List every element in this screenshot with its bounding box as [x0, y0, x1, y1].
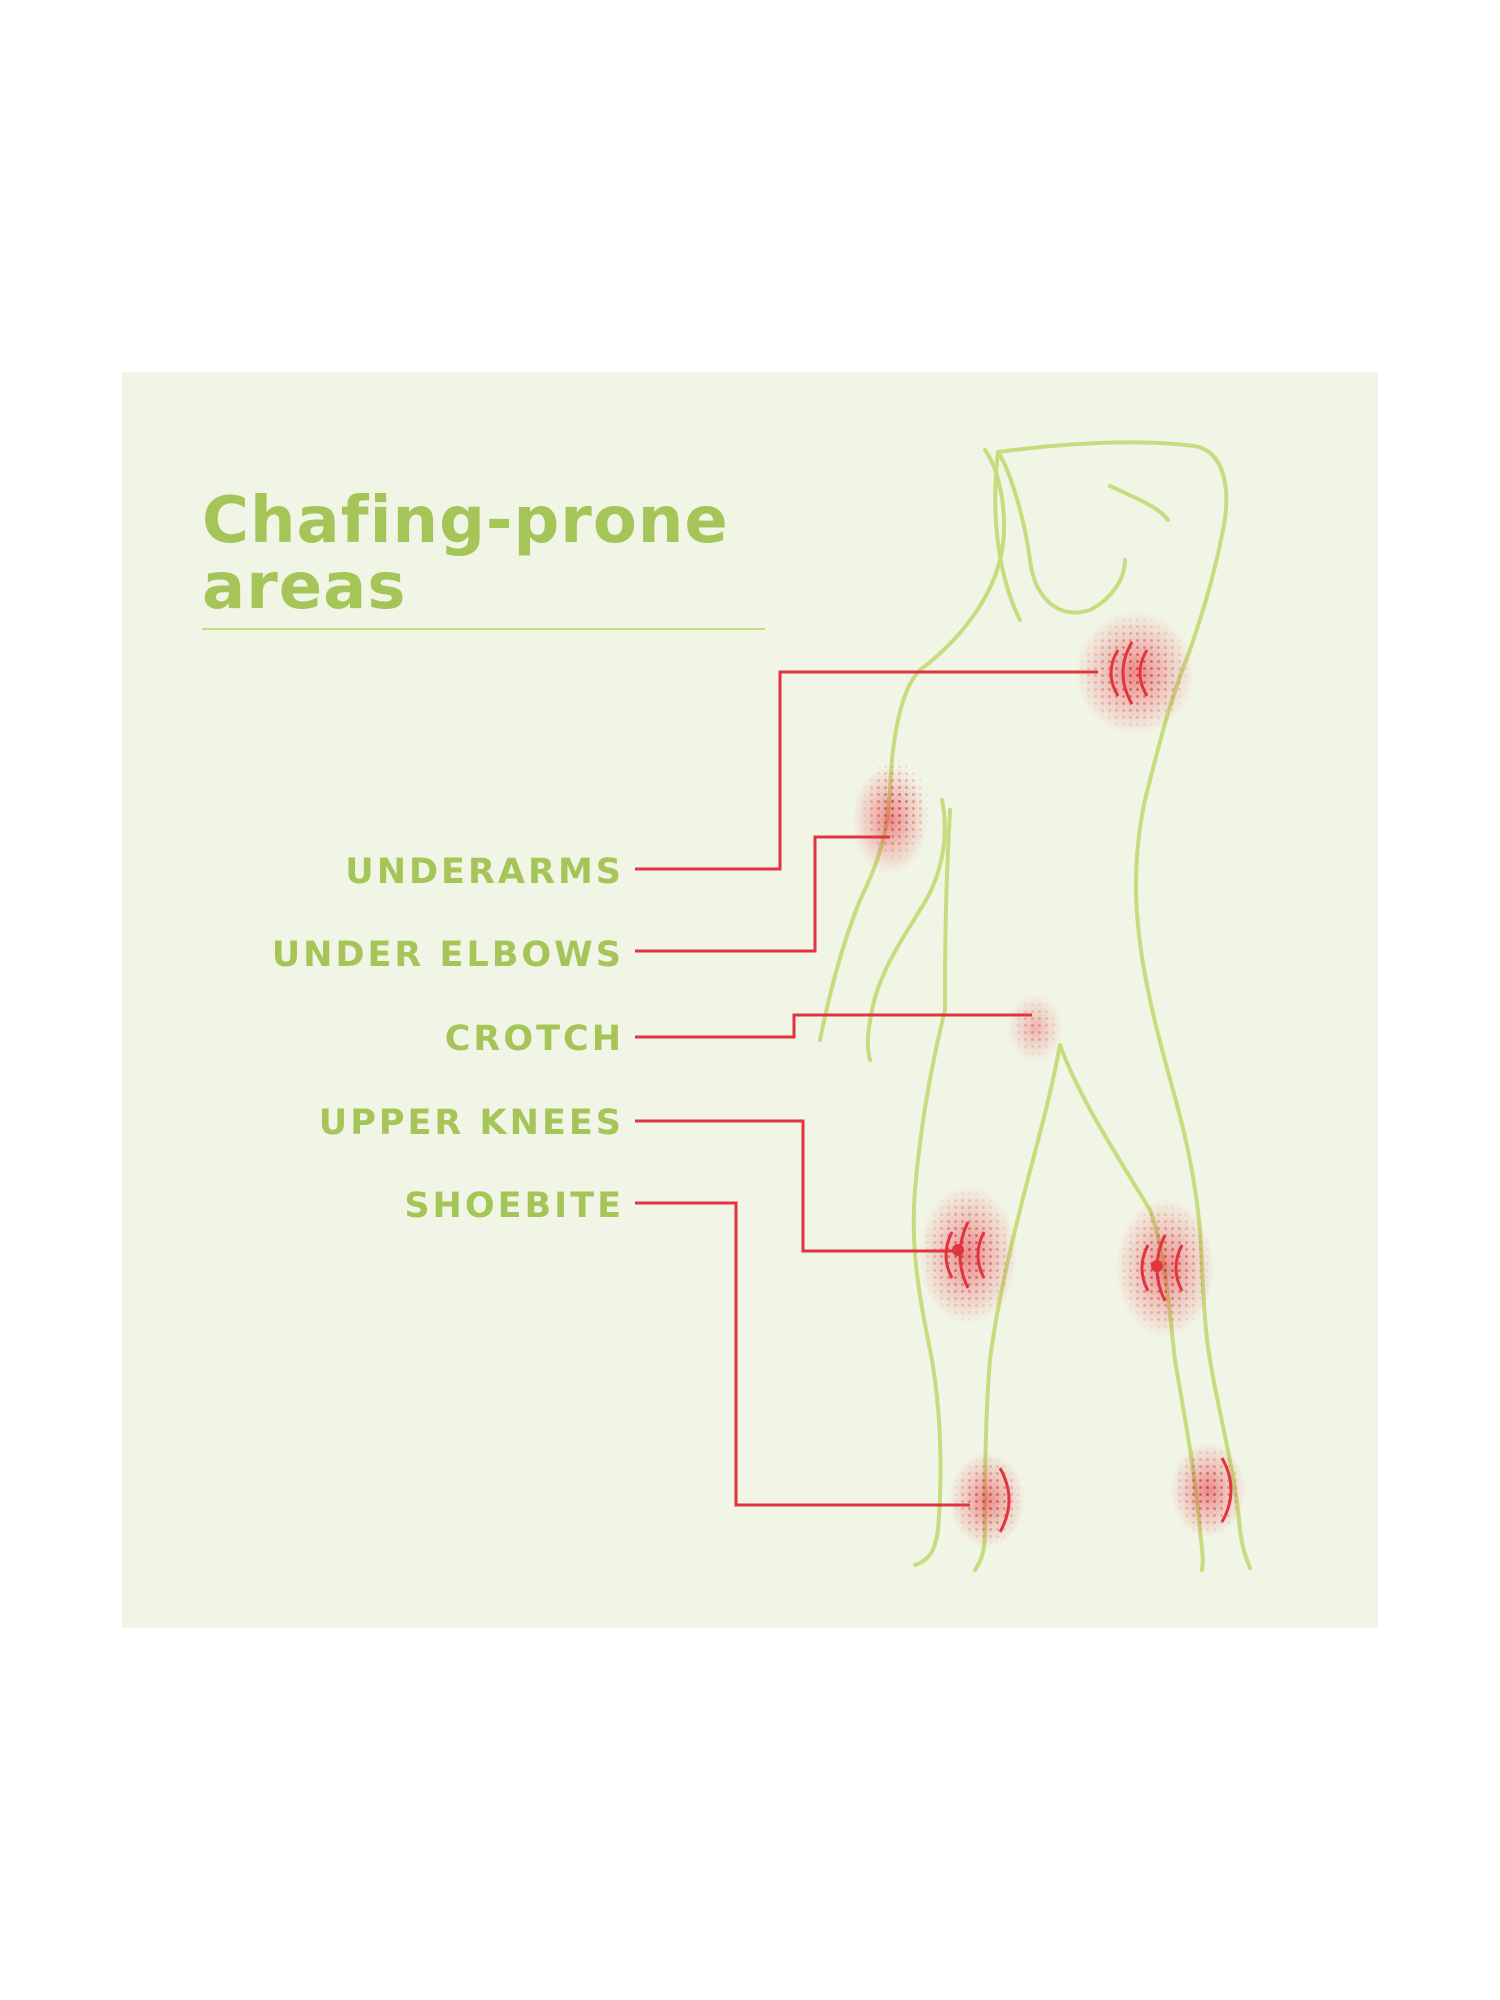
diagram-panel — [122, 372, 1378, 1628]
leader-underarms — [635, 670, 1098, 871]
leader-upper-knees — [635, 1119, 958, 1253]
diagram-title: Chafing-prone areas — [202, 488, 729, 620]
label-crotch: CROTCH — [444, 1019, 624, 1059]
title-line-2: areas — [202, 550, 407, 624]
hotspot-knee-right — [1115, 1198, 1215, 1338]
label-underarms: UNDERARMS — [345, 852, 624, 892]
label-shoebite: SHOEBITE — [404, 1186, 624, 1226]
title-line-1: Chafing-prone — [202, 484, 729, 558]
label-upper-knees: UPPER KNEES — [318, 1103, 624, 1143]
hotspot-ankle-left — [949, 1452, 1025, 1548]
label-under-elbows: UNDER ELBOWS — [271, 935, 624, 975]
leader-shoebite — [635, 1201, 970, 1507]
hotspot-crotch — [1007, 993, 1063, 1063]
leader-under-elbows — [635, 835, 890, 953]
hotspot-under-elbows — [852, 758, 931, 875]
hotspot-underarms — [1075, 611, 1195, 735]
leader-crotch — [635, 1013, 1032, 1039]
hotspot-knee-left — [918, 1185, 1018, 1325]
hotspot-ankle-right — [1170, 1442, 1246, 1538]
